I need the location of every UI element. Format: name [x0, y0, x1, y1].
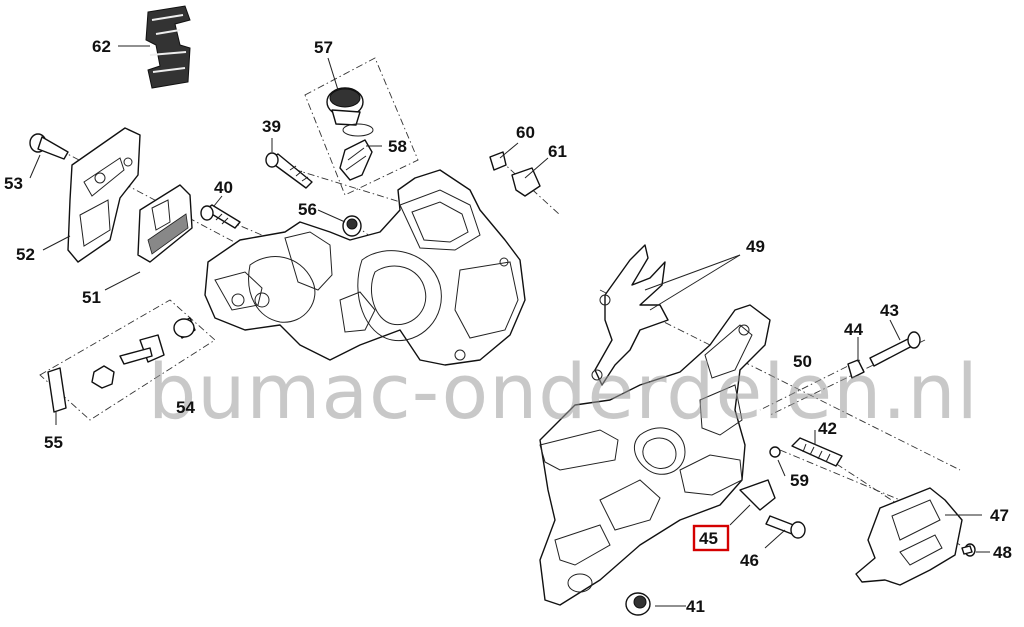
label-57: 57 — [314, 38, 333, 57]
part-43-bolt — [869, 331, 921, 367]
label-40: 40 — [214, 178, 233, 197]
highlight-box-45 — [692, 524, 730, 552]
label-60: 60 — [516, 123, 535, 142]
label-53: 53 — [4, 174, 23, 193]
part-46-bolt — [765, 515, 806, 539]
label-39: 39 — [262, 117, 281, 136]
part-49-bumper-spike — [591, 244, 669, 386]
part-53-bolt — [29, 133, 69, 160]
part-58-strainer — [339, 123, 374, 181]
label-43: 43 — [880, 301, 899, 320]
part-48-screw — [961, 543, 976, 557]
label-61: 61 — [548, 142, 567, 161]
part-42-stud — [791, 437, 843, 467]
part-51-plate — [137, 184, 193, 263]
part-39-bolt — [265, 152, 313, 189]
label-42: 42 — [818, 419, 837, 438]
label-49: 49 — [746, 237, 765, 256]
part-59-nut — [769, 446, 781, 458]
crankcase-half-left — [204, 169, 526, 366]
part-55-plate — [47, 367, 67, 413]
part-45-guide-plate — [739, 479, 776, 511]
part-labels: 62 57 39 58 60 61 53 40 56 52 49 51 43 4… — [4, 37, 1012, 616]
label-47: 47 — [990, 506, 1009, 525]
part-41-plug — [625, 592, 651, 616]
part-54-stud-assembly — [91, 317, 196, 389]
part-62-chain — [145, 5, 191, 89]
part-44-nut — [847, 359, 865, 379]
label-45: 45 — [699, 529, 718, 548]
label-55: 55 — [44, 433, 63, 452]
part-40-bolt — [200, 204, 241, 229]
watermark: bumac-onderdelen.nl — [148, 347, 979, 436]
label-54: 54 — [176, 398, 195, 417]
part-56-bushing — [342, 215, 362, 237]
label-58: 58 — [388, 137, 407, 156]
part-57-oil-cap — [326, 87, 364, 126]
part-61-clip — [511, 167, 541, 197]
leader-lines — [29, 45, 990, 607]
label-51: 51 — [82, 288, 101, 307]
crankcase-half-right — [539, 304, 771, 606]
label-62: 62 — [92, 37, 111, 56]
part-47-guard-plate — [855, 487, 963, 586]
label-52: 52 — [16, 245, 35, 264]
label-46: 46 — [740, 551, 759, 570]
label-56: 56 — [298, 200, 317, 219]
label-50: 50 — [793, 352, 812, 371]
label-44: 44 — [844, 320, 863, 339]
label-59: 59 — [790, 471, 809, 490]
label-48: 48 — [993, 543, 1012, 562]
part-52-cover — [67, 127, 141, 263]
label-41: 41 — [686, 597, 705, 616]
